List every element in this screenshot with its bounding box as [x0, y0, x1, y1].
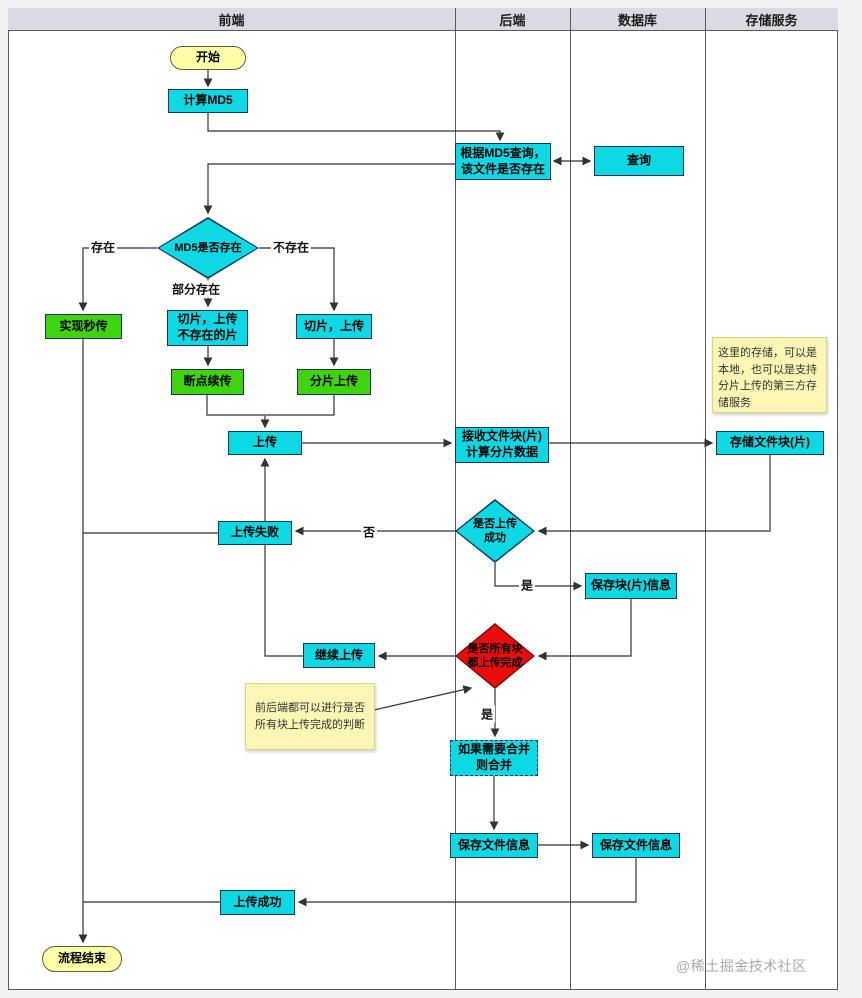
edge-label-not-exists: 不存在 — [270, 238, 312, 256]
diamond-label: MD5是否存在 — [174, 241, 242, 254]
edge-label-exists: 存在 — [88, 238, 118, 256]
lane-header-storage: 存储服务 — [705, 8, 838, 31]
edge-savechunk-to-donecheck — [537, 599, 632, 661]
node-receive-chunks: 接收文件块(片) 计算分片数据 — [455, 427, 549, 463]
edge-note-to-donecheck — [373, 685, 473, 711]
edge-label-no: 否 — [360, 523, 378, 541]
node-upload: 上传 — [228, 431, 302, 455]
lane-header-database: 数据库 — [570, 8, 705, 31]
watermark: @稀土掘金技术社区 — [676, 958, 807, 974]
lane-header-backend: 后端 — [455, 8, 570, 31]
decision-md5-exists: MD5是否存在 — [157, 217, 259, 279]
node-save-file-info-backend: 保存文件信息 — [450, 833, 538, 858]
lane-separator — [705, 8, 706, 990]
node-save-file-info-db: 保存文件信息 — [592, 833, 680, 858]
lane-separator — [455, 8, 456, 990]
node-store-chunks: 存储文件块(片) — [716, 431, 824, 455]
edge-yes-to-savechunk — [494, 563, 583, 591]
node-resume-upload: 断点续传 — [171, 369, 244, 395]
lane-separator — [570, 8, 571, 990]
edge-exists-to-instant — [78, 247, 157, 312]
node-end: 流程结束 — [42, 946, 122, 972]
swimlane-pool — [8, 8, 838, 990]
edge-label-yes-merge: 是 — [478, 705, 496, 723]
node-slice-upload-missing: 切片，上传 不存在的片 — [167, 310, 248, 346]
node-calc-md5: 计算MD5 — [168, 89, 248, 113]
decision-upload-success: 是否上传 成功 — [455, 499, 535, 563]
edge-chunkupload-join — [266, 395, 335, 416]
node-query-md5: 根据MD5查询， 该文件是否存在 — [455, 143, 551, 180]
node-start: 开始 — [170, 46, 246, 70]
edge-notexists-to-slice — [259, 247, 339, 312]
edge-label-partial-exists: 部分存在 — [169, 280, 223, 298]
edge-query-to-md5check — [203, 163, 455, 215]
note-judge: 前后端都可以进行是否 所有块上传完成的判断 — [245, 683, 375, 750]
node-continue-upload: 继续上传 — [303, 643, 375, 668]
node-merge-if-needed: 如果需要合并 则合并 — [450, 740, 538, 776]
edge-resume-to-upload — [206, 395, 270, 429]
node-instant-upload: 实现秒传 — [45, 314, 122, 339]
lane-header-frontend: 前端 — [8, 8, 455, 31]
diamond-label: 是否所有块 都上传完成 — [467, 642, 523, 669]
edge-continue-to-upload — [260, 457, 303, 657]
diamond-label: 是否上传 成功 — [473, 517, 517, 544]
edge-label-yes-save: 是 — [518, 576, 536, 594]
edge-store-to-successcheck — [537, 455, 771, 536]
node-slice-upload: 切片，上传 — [296, 314, 372, 339]
node-chunk-upload: 分片上传 — [297, 369, 371, 395]
node-upload-success: 上传成功 — [220, 890, 295, 915]
edge-calc-to-query — [207, 113, 505, 142]
node-upload-failed: 上传失败 — [218, 521, 292, 545]
edge-db-to-uploadsuccess — [297, 858, 637, 907]
decision-all-chunks-done: 是否所有块 都上传完成 — [455, 623, 535, 689]
node-save-chunk-info: 保存块(片)信息 — [585, 573, 677, 599]
node-db-query: 查询 — [594, 146, 684, 176]
note-storage: 这里的存储，可以是 本地，也可以是支持 分片上传的第三方存 储服务 — [712, 337, 827, 413]
